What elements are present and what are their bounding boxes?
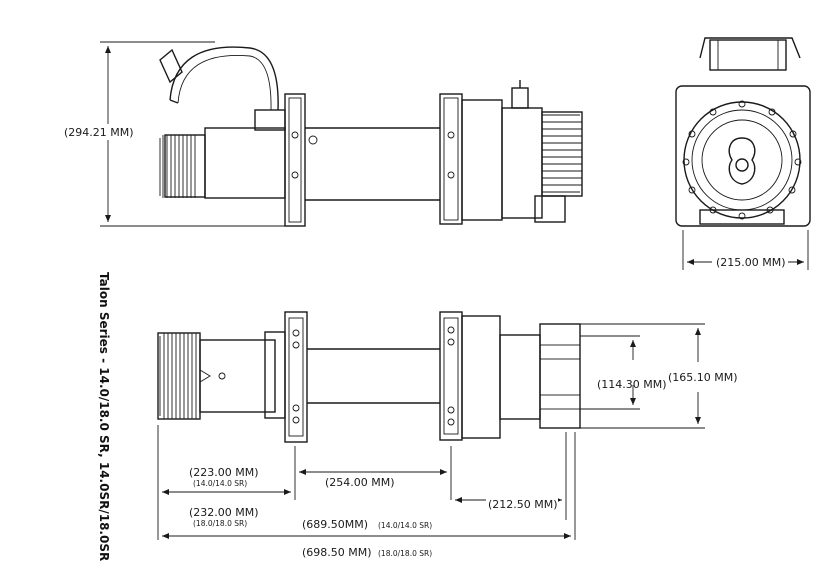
outer-bolt-label: (165.10 MM) xyxy=(668,371,738,384)
motor-b-label: (232.00 MM) xyxy=(189,506,259,519)
left-end-bearing-bottom xyxy=(284,311,308,443)
overall-b-label: (698.50 MM) xyxy=(302,546,372,559)
overall-b-sub: (18.0/18.0 SR) xyxy=(378,549,432,558)
motor-bottom xyxy=(157,331,286,420)
motor-top xyxy=(159,46,286,199)
height-dimension: (294.21 MM) xyxy=(60,41,290,227)
gearbox-label: (212.50 MM) xyxy=(488,498,558,511)
width-label: (215.00 MM) xyxy=(716,256,786,269)
inner-bolt-label: (114.30 MM) xyxy=(597,378,667,391)
overall-a-label: (689.50MM) xyxy=(302,518,368,531)
height-label: (294.21 MM) xyxy=(64,126,134,139)
side-view: (294.21 MM) xyxy=(60,41,583,227)
gearbox-bottom xyxy=(439,311,581,441)
left-end-bearing-top xyxy=(284,93,318,227)
overall-a-sub: (14.0/14.0 SR) xyxy=(378,521,432,530)
drum-top xyxy=(305,127,440,201)
width-dimension: (215.00 MM) xyxy=(682,230,809,270)
plan-view: (114.30 MM) (165.10 MM) (223.00 MM) (14.… xyxy=(157,311,738,559)
motor-b-sub: (18.0/18.0 SR) xyxy=(193,519,247,528)
gearbox-top xyxy=(439,80,583,225)
bolt-pattern-dimensions: (114.30 MM) (165.10 MM) xyxy=(580,323,738,429)
motor-a-label: (223.00 MM) xyxy=(189,466,259,479)
motor-a-sub: (14.0/14.0 SR) xyxy=(193,479,247,488)
drum-bottom xyxy=(307,348,440,404)
drum-label: (254.00 MM) xyxy=(325,476,395,489)
length-dimensions: (223.00 MM) (14.0/14.0 SR) (232.00 MM) (… xyxy=(157,425,576,559)
end-view: (215.00 MM) xyxy=(675,37,811,270)
series-title: Talon Series - 14.0/18.0 SR, 14.0SR/18.0… xyxy=(97,272,111,561)
